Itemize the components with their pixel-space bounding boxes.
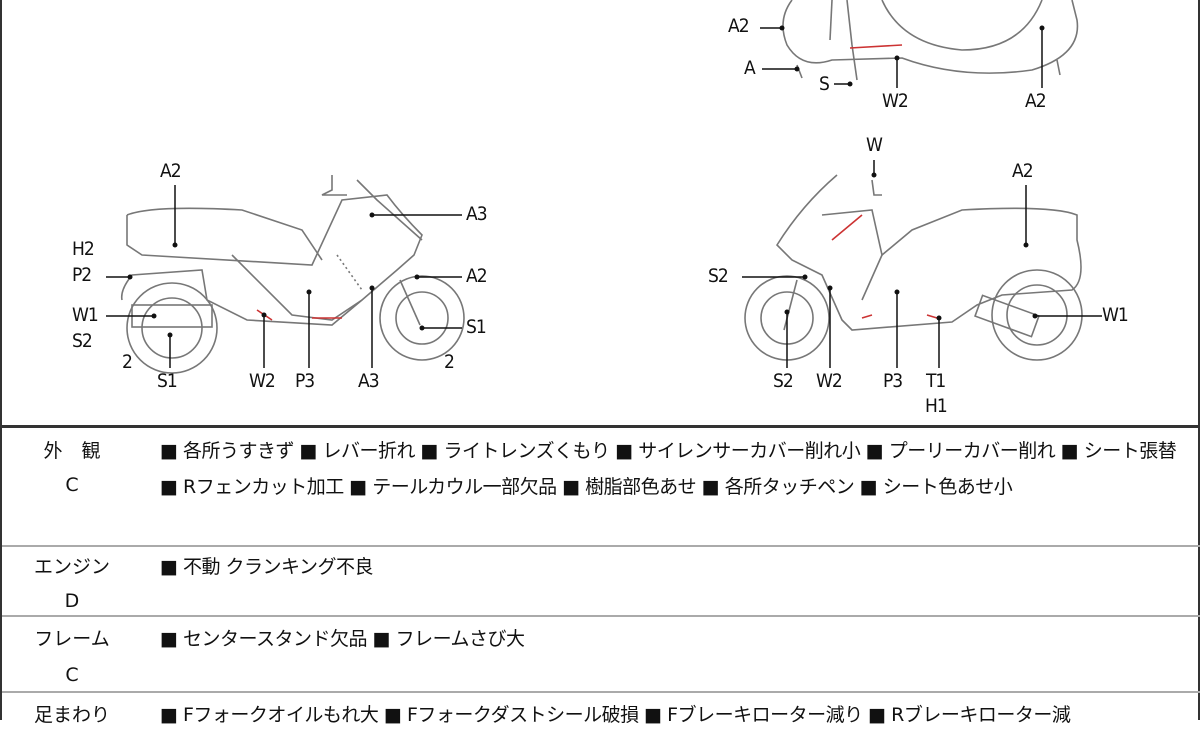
damage-label: P3: [883, 370, 903, 392]
category-label: 足まわり: [33, 704, 110, 726]
damage-label: S: [819, 73, 830, 95]
condition-items: ■ 不動 クランキング不良: [160, 556, 373, 578]
scooter-top-view: [782, 0, 1079, 81]
damage-label: S1: [466, 316, 487, 338]
damage-label: W1: [1102, 304, 1129, 326]
damage-label: P3: [295, 370, 315, 392]
row-engine: エンジン D ■ 不動 クランキング不良: [2, 547, 1200, 617]
row-exterior: 外 観 C ■ 各所うすきず ■ レバー折れ ■ ライトレンズくもり ■ サイレ…: [2, 431, 1200, 547]
category-label: フレーム: [34, 628, 110, 650]
scooter-left-view: [120, 175, 465, 374]
damage-label: A3: [358, 370, 380, 392]
damage-label: W2: [249, 370, 276, 392]
grade-label: D: [64, 590, 80, 612]
row-suspension: 足まわり ■ Fフォークオイルもれ大 ■ Fフォークダストシール破損 ■ Fブレ…: [2, 693, 1200, 753]
damage-label: W1: [72, 304, 99, 326]
damage-label: S2: [72, 330, 93, 352]
inspection-sheet: A2 A S W2 A2 A2 H2 P2 W1 S2 2 S1 W2 P3 A…: [0, 0, 1200, 726]
damage-diagram: A2 A S W2 A2 A2 H2 P2 W1 S2 2 S1 W2 P3 A…: [2, 0, 1200, 428]
grade-label: C: [65, 664, 79, 686]
marker-dots: [127, 25, 1045, 338]
condition-items: ■ 各所うすきず ■ レバー折れ ■ ライトレンズくもり ■ サイレンサーカバー…: [160, 440, 1177, 498]
damage-label: A2: [1012, 160, 1034, 182]
damage-label: H1: [925, 395, 948, 417]
row-frame: フレーム C ■ センタースタンド欠品 ■ フレームさび大: [2, 617, 1200, 693]
damage-label: 2: [122, 351, 133, 373]
scooter-right-view: [744, 174, 1083, 361]
condition-items: ■ センタースタンド欠品 ■ フレームさび大: [160, 628, 525, 650]
damage-label: 2: [444, 351, 455, 373]
damage-label: A3: [466, 203, 488, 225]
damage-label: S2: [773, 370, 794, 392]
damage-label: P2: [72, 264, 92, 286]
damage-label: S2: [708, 265, 729, 287]
category-label: 外 観: [43, 440, 101, 462]
condition-items: ■ Fフォークオイルもれ大 ■ Fフォークダストシール破損 ■ Fブレーキロータ…: [160, 704, 1071, 726]
damage-label: A: [744, 57, 756, 79]
grade-label: C: [65, 474, 79, 496]
damage-label: S1: [157, 370, 178, 392]
damage-label: H2: [72, 238, 95, 260]
damage-label: T1: [926, 370, 946, 392]
leader-lines: [106, 27, 1102, 368]
scooter-drawings: [106, 0, 1102, 374]
damage-label: W2: [816, 370, 843, 392]
damage-label: A2: [1025, 90, 1047, 112]
damage-label: A2: [466, 265, 488, 287]
damage-label: A2: [160, 160, 182, 182]
damage-label: W2: [882, 90, 909, 112]
category-label: エンジン: [33, 556, 110, 578]
damage-label: W: [866, 134, 883, 156]
damage-label: A2: [728, 15, 750, 37]
